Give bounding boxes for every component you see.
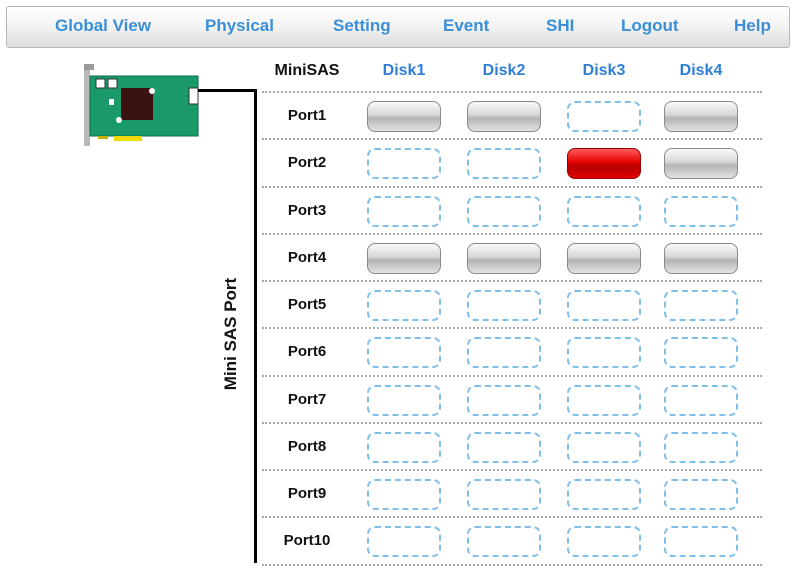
row-label-port1: Port1 <box>287 107 327 124</box>
disk-slot-port6-disk4-empty[interactable] <box>664 337 738 368</box>
row-separator <box>262 186 762 188</box>
disk-slot-port7-disk1-empty[interactable] <box>367 385 441 416</box>
disk-slot-port4-disk4-present[interactable] <box>664 243 738 274</box>
disk-slot-port8-disk2-empty[interactable] <box>467 432 541 463</box>
disk-slot-port1-disk4-present[interactable] <box>664 101 738 132</box>
disk-slot-port8-disk4-empty[interactable] <box>664 432 738 463</box>
row-separator <box>262 422 762 424</box>
disk-slot-port8-disk1-empty[interactable] <box>367 432 441 463</box>
row-label-port10: Port10 <box>283 532 331 549</box>
disk-slot-port7-disk3-empty[interactable] <box>567 385 641 416</box>
disk-slot-port5-disk3-empty[interactable] <box>567 290 641 321</box>
disk-slot-port6-disk2-empty[interactable] <box>467 337 541 368</box>
nav-help[interactable]: Help <box>734 16 771 35</box>
mini-sas-port-label: Mini SAS Port <box>221 277 240 391</box>
disk-slot-port10-disk3-empty[interactable] <box>567 526 641 557</box>
raid-controller-card-icon <box>84 64 199 146</box>
disk-slot-port1-disk3-empty[interactable] <box>567 101 641 132</box>
disk-slot-port3-disk2-empty[interactable] <box>467 196 541 227</box>
column-header-disk1: Disk1 <box>382 62 426 79</box>
nav-shi[interactable]: SHI <box>546 16 575 35</box>
disk-slot-port6-disk3-empty[interactable] <box>567 337 641 368</box>
row-separator <box>262 516 762 518</box>
disk-slot-port2-disk1-empty[interactable] <box>367 148 441 179</box>
disk-slot-port5-disk2-empty[interactable] <box>467 290 541 321</box>
disk-slot-port9-disk4-empty[interactable] <box>664 479 738 510</box>
nav-physical[interactable]: Physical <box>205 16 274 35</box>
mini-sas-port-bus-line <box>254 89 257 563</box>
nav-global-view[interactable]: Global View <box>55 16 152 35</box>
disk-slot-port4-disk3-present[interactable] <box>567 243 641 274</box>
column-header-disk2: Disk2 <box>482 62 526 79</box>
row-separator <box>262 138 762 140</box>
minisas-column-header: MiniSAS <box>274 62 340 79</box>
nav-logout[interactable]: Logout <box>621 16 679 35</box>
column-header-disk4: Disk4 <box>679 62 723 79</box>
row-separator <box>262 280 762 282</box>
row-label-port4: Port4 <box>287 249 327 266</box>
disk-slot-port4-disk1-present[interactable] <box>367 243 441 274</box>
disk-slot-port9-disk1-empty[interactable] <box>367 479 441 510</box>
disk-slot-port3-disk4-empty[interactable] <box>664 196 738 227</box>
row-label-port2: Port2 <box>287 154 327 171</box>
row-separator <box>262 91 762 93</box>
column-header-disk3: Disk3 <box>582 62 626 79</box>
row-separator <box>262 327 762 329</box>
disk-slot-port3-disk3-empty[interactable] <box>567 196 641 227</box>
nav-setting[interactable]: Setting <box>333 16 391 35</box>
disk-slot-port4-disk2-present[interactable] <box>467 243 541 274</box>
controller-connector-line <box>198 89 257 92</box>
row-separator <box>262 564 762 566</box>
disk-slot-port2-disk2-empty[interactable] <box>467 148 541 179</box>
disk-slot-port1-disk2-present[interactable] <box>467 101 541 132</box>
nav-event[interactable]: Event <box>443 16 490 35</box>
row-separator <box>262 233 762 235</box>
row-label-port7: Port7 <box>287 391 327 408</box>
disk-slot-port6-disk1-empty[interactable] <box>367 337 441 368</box>
disk-slot-port3-disk1-empty[interactable] <box>367 196 441 227</box>
row-separator <box>262 375 762 377</box>
disk-slot-port5-disk4-empty[interactable] <box>664 290 738 321</box>
disk-slot-port9-disk3-empty[interactable] <box>567 479 641 510</box>
row-label-port3: Port3 <box>287 202 327 219</box>
disk-slot-port1-disk1-present[interactable] <box>367 101 441 132</box>
row-label-port8: Port8 <box>287 438 327 455</box>
disk-slot-port7-disk2-empty[interactable] <box>467 385 541 416</box>
disk-slot-port8-disk3-empty[interactable] <box>567 432 641 463</box>
row-label-port9: Port9 <box>287 485 327 502</box>
disk-slot-port2-disk4-present[interactable] <box>664 148 738 179</box>
row-label-port6: Port6 <box>287 343 327 360</box>
top-nav-bar: Global View Physical Setting Event SHI Logout… <box>6 6 790 48</box>
disk-slot-port7-disk4-empty[interactable] <box>664 385 738 416</box>
disk-slot-port10-disk4-empty[interactable] <box>664 526 738 557</box>
disk-slot-port10-disk1-empty[interactable] <box>367 526 441 557</box>
disk-slot-port5-disk1-empty[interactable] <box>367 290 441 321</box>
disk-slot-port2-disk3-fault[interactable] <box>567 148 641 179</box>
disk-slot-port10-disk2-empty[interactable] <box>467 526 541 557</box>
row-label-port5: Port5 <box>287 296 327 313</box>
disk-slot-port9-disk2-empty[interactable] <box>467 479 541 510</box>
row-separator <box>262 469 762 471</box>
